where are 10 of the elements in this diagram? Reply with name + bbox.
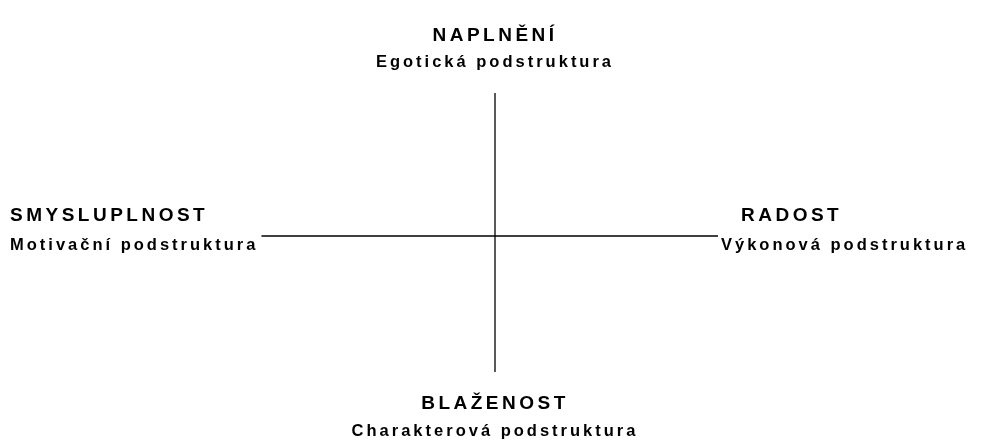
substructure-label: Egotická podstruktura — [375, 52, 615, 71]
axis-line — [260, 235, 719, 237]
quadrant-heading: BLAŽENOST — [421, 392, 569, 414]
substructure-label: Motivační podstruktura — [10, 235, 259, 254]
quadrant-heading: SMYSLUPLNOST — [10, 204, 209, 226]
axis-line — [494, 92, 496, 373]
substructure-label: Charakterová podstruktura — [351, 421, 639, 440]
quadrant-heading: NAPLNĚNÍ — [432, 24, 558, 46]
quadrant-heading: RADOST — [741, 204, 843, 226]
substructure-label: Výkonová podstruktura — [721, 235, 969, 254]
